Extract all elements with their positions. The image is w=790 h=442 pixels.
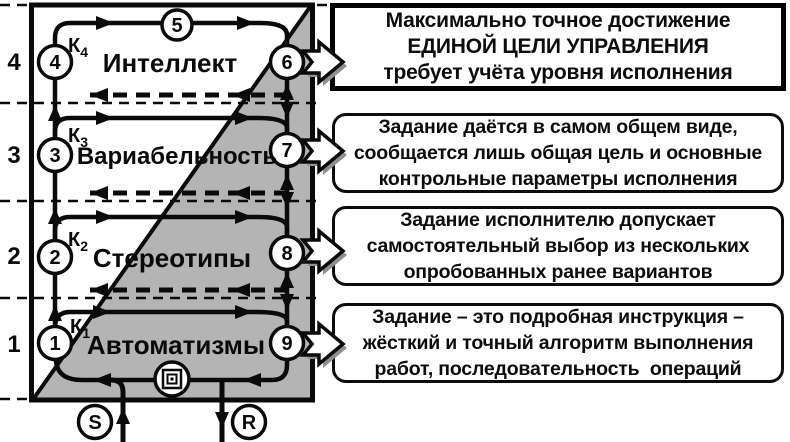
- annotation-line: Максимально точное достижение: [385, 9, 731, 32]
- svg-text:4: 4: [49, 52, 61, 74]
- annotation-line: жёсткий и точный алгоритм выполнения: [362, 332, 754, 354]
- annotation-box-level-2: Задание исполнителю допускает самостояте…: [332, 206, 784, 286]
- svg-text:2: 2: [7, 243, 20, 270]
- diagram-frame: [29, 2, 315, 403]
- svg-text:Вариабельность: Вариабельность: [77, 143, 277, 170]
- svg-text:2: 2: [49, 247, 60, 269]
- annotation-box-level-4: Максимально точное достижение ЕДИНОЙ ЦЕЛ…: [330, 3, 786, 91]
- svg-text:8: 8: [281, 243, 292, 265]
- annotation-line: Задание исполнителю допускает: [400, 209, 716, 231]
- nested-squares-icon: [161, 368, 183, 390]
- svg-text:К1: К1: [70, 316, 90, 341]
- annotation-line: самостоятельный выбор из нескольких: [366, 235, 750, 257]
- annotation-line: Задание даётся в самом общем виде,: [378, 116, 738, 138]
- annotation-line: требует учёта уровня исполнения: [383, 61, 733, 84]
- node-circles: [36, 8, 306, 441]
- annotation-line: опробованных ранее вариантов: [403, 261, 713, 283]
- svg-text:4: 4: [7, 49, 21, 76]
- input-output-lines: [110, 377, 225, 442]
- level-loop-lines: [52, 20, 290, 383]
- annotation-line: сообщается лишь общая цель и основные: [353, 142, 763, 164]
- annotation-line: Задание – это подробная инструкция –: [372, 306, 744, 328]
- svg-text:6: 6: [281, 52, 292, 74]
- svg-text:3: 3: [7, 142, 20, 169]
- s-input-label: S: [88, 412, 101, 434]
- svg-text:7: 7: [281, 140, 292, 162]
- flow-arrowheads: [48, 16, 294, 428]
- svg-text:1: 1: [49, 333, 60, 355]
- annotation-box-level-3: Задание даётся в самом общем виде, сообщ…: [332, 113, 784, 193]
- diagonal-line: [32, 5, 312, 400]
- level-index-labels: 4 3 2 1: [7, 49, 21, 358]
- svg-text:Интеллект: Интеллект: [103, 48, 238, 78]
- r-output-label: R: [242, 412, 257, 434]
- svg-text:9: 9: [281, 333, 292, 355]
- flow-trunk-lines: [52, 62, 290, 360]
- svg-text:Автоматизмы: Автоматизмы: [87, 330, 265, 360]
- level-separator-lines: [0, 3, 331, 401]
- svg-text:К2: К2: [68, 229, 88, 254]
- svg-text:К3: К3: [68, 125, 88, 150]
- k-coefficient-labels: К4 К3 К2 К1: [68, 35, 90, 341]
- annotation-box-level-1: Задание – это подробная инструкция – жёс…: [332, 303, 784, 383]
- svg-text:1: 1: [7, 331, 20, 358]
- annotation-line: контрольные параметры исполнения: [378, 168, 738, 190]
- svg-text:3: 3: [49, 145, 60, 167]
- svg-text:К4: К4: [68, 35, 88, 60]
- annotation-line: работ, последовательность операций: [374, 358, 742, 380]
- level-band-labels: Интеллект Вариабельность Стереотипы Авто…: [77, 48, 277, 360]
- annotation-line: ЕДИНОЙ ЦЕЛИ УПРАВЛЕНИЯ: [407, 35, 709, 58]
- gray-triangle: [34, 7, 310, 398]
- svg-text:5: 5: [171, 15, 182, 37]
- node-circle-numbers: 4 3 2 1 6 7 8 9 5 S R: [49, 15, 292, 434]
- feedback-dashed-lines: [90, 92, 287, 293]
- svg-text:Стереотипы: Стереотипы: [93, 243, 251, 273]
